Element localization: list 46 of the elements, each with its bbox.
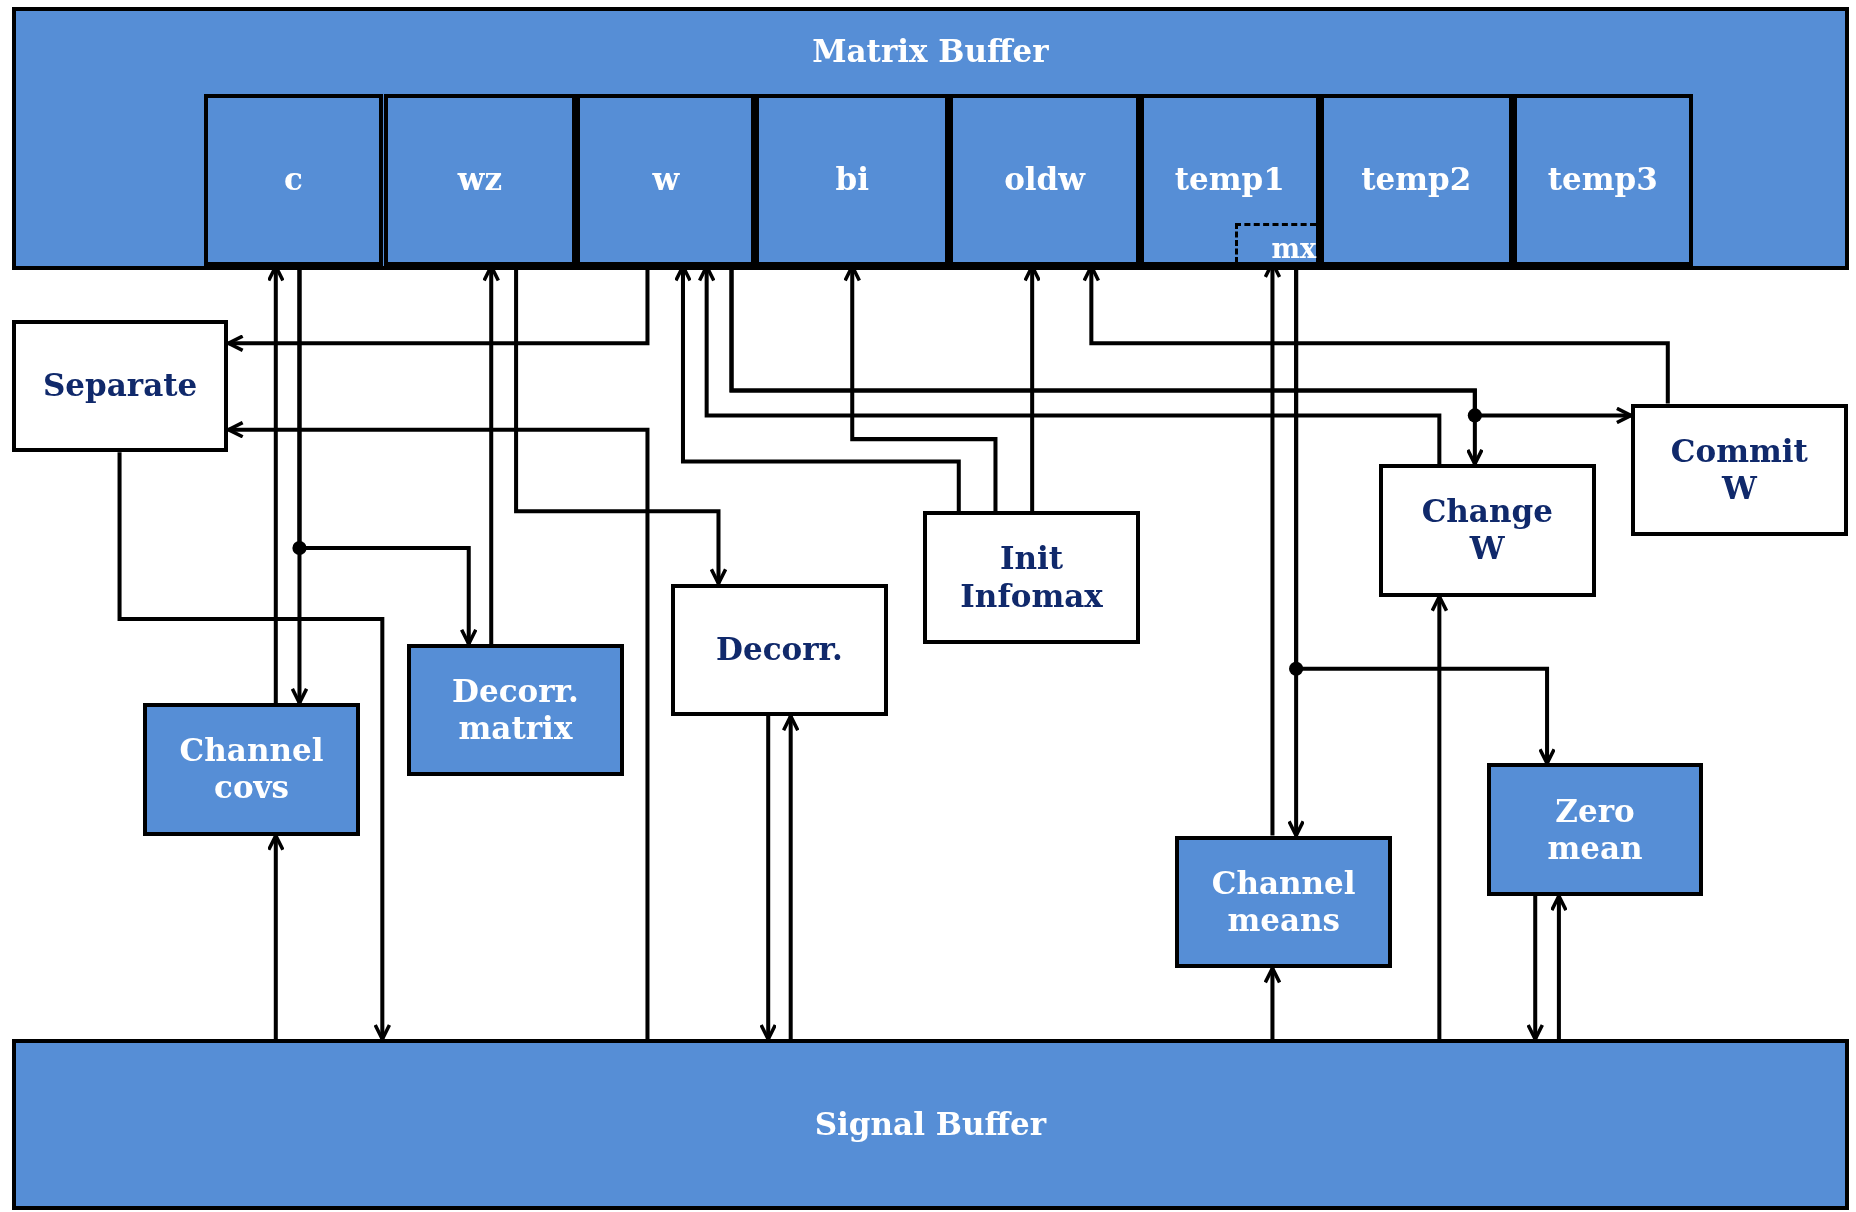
process-box	[1486, 763, 1704, 897]
buffer-cell	[1512, 93, 1693, 267]
buffer-cell	[1139, 93, 1320, 267]
process-box	[1175, 835, 1392, 969]
process-box	[1631, 403, 1848, 537]
matrix-buffer-panel	[11, 7, 1849, 270]
node-label: Channel covs	[178, 732, 325, 807]
process-box	[407, 643, 624, 777]
node-label: Matrix Buffer	[812, 33, 1049, 71]
node-label: Signal Buffer	[814, 1105, 1046, 1144]
arrow	[226, 420, 650, 1040]
buffer-cell	[576, 93, 756, 267]
buffer-cell	[383, 93, 577, 267]
process-box	[11, 319, 229, 453]
arrow	[1430, 594, 1449, 1040]
node-label: temp2	[1361, 161, 1472, 199]
arrow	[759, 716, 778, 1041]
node-label: Init Infomax	[959, 540, 1104, 615]
node-label: oldw	[1004, 161, 1085, 199]
node-label: Decorr.	[715, 631, 844, 669]
node-label: temp3	[1547, 161, 1658, 199]
signal-buffer-panel	[11, 1039, 1849, 1210]
arrow	[1526, 896, 1545, 1041]
process-box	[671, 583, 888, 717]
arrow	[117, 452, 392, 1041]
node-label: c	[284, 161, 303, 199]
process-box	[923, 511, 1140, 644]
node-label: temp1	[1174, 161, 1285, 199]
node-label: Commit W	[1669, 432, 1809, 508]
node-label: bi	[835, 161, 869, 199]
node-label: Zero mean	[1546, 792, 1644, 867]
buffer-cell	[1319, 93, 1513, 267]
arrow	[781, 714, 800, 1040]
process-box	[1378, 464, 1596, 597]
node-label: Change W	[1420, 493, 1554, 568]
node-label: Decorr. matrix	[451, 673, 580, 748]
buffer-cell	[203, 93, 384, 267]
buffer-cell	[755, 93, 950, 267]
arrow	[1550, 894, 1568, 1040]
arrow	[266, 833, 285, 1040]
node-label: Separate	[41, 367, 199, 405]
process-box	[143, 703, 360, 836]
arrow	[1263, 966, 1282, 1040]
node-label: Channel means	[1210, 864, 1357, 940]
node-label: w	[652, 161, 680, 199]
node-label: wz	[457, 161, 503, 199]
